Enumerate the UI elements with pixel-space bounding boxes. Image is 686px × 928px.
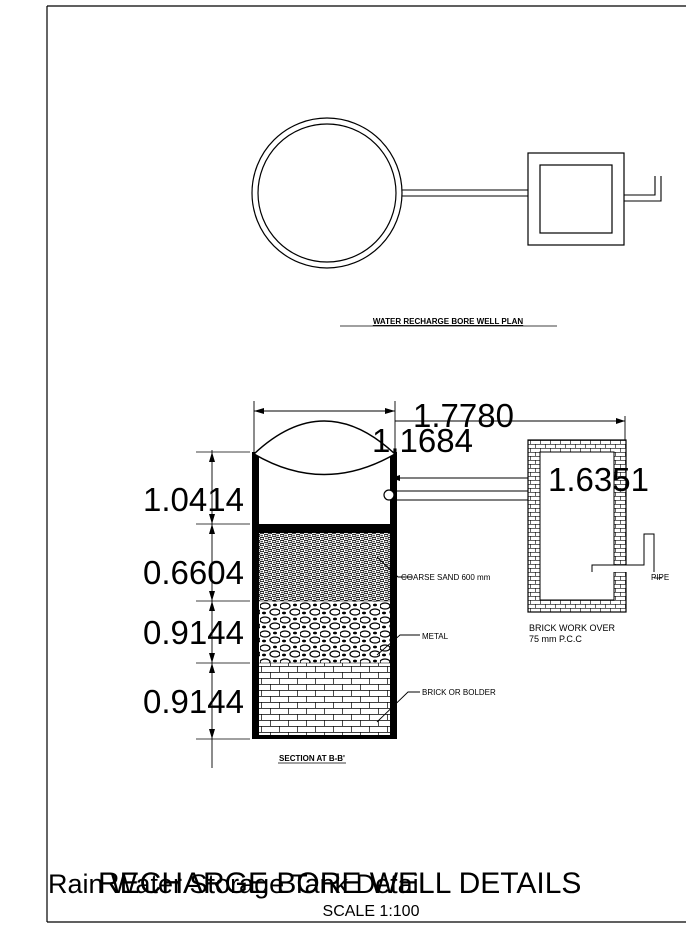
- title-block: Rain Water Storage Tank Detail RECHARGE …: [48, 867, 581, 920]
- dim-empty-depth: 1.0414: [143, 481, 244, 518]
- label-brick: BRICK OR BOLDER: [422, 688, 496, 697]
- section-title: SECTION AT B-B': [279, 754, 345, 763]
- dim-brick-depth: 0.9144: [143, 683, 244, 720]
- dim-sand-depth: 0.6604: [143, 554, 244, 591]
- section-right-wall: [390, 452, 397, 738]
- bore-well-circle-outer: [251, 117, 403, 269]
- recharge-pit: [527, 439, 662, 613]
- title-front: RECHARGE BORE WELL DETAILS: [98, 867, 581, 900]
- title-back: Rain Water Storage Tank Detail: [48, 869, 425, 899]
- dim-tank-height: 1.6351: [548, 461, 649, 498]
- label-metal: METAL: [422, 632, 449, 641]
- scale-label: SCALE 1:100: [323, 903, 420, 920]
- sand-top-line: [252, 524, 397, 533]
- label-pipe: PIPE: [651, 573, 669, 582]
- dim-metal-depth: 0.9144: [143, 614, 244, 651]
- bore-well-section: SECTION AT B-B': [196, 401, 626, 768]
- bore-well-plan: WATER RECHARGE BORE WELL PLAN: [251, 117, 662, 327]
- label-pcc: 75 mm P.C.C: [529, 634, 582, 644]
- dim-pipe-length: 1.1684: [372, 422, 473, 459]
- label-brick-work: BRICK WORK OVER: [529, 623, 616, 633]
- annotations: 1.7780 1.1684 1.6351 1.0414 0.6604 0.914…: [143, 397, 669, 720]
- chamber-outer: [527, 152, 625, 246]
- label-coarse-sand: COARSE SAND 600 mm: [401, 573, 491, 582]
- section-left-wall: [252, 452, 259, 738]
- bore-well-circle-inner: [257, 123, 397, 263]
- dim-pit-width: 1.7780: [413, 397, 514, 434]
- chamber-inner: [539, 164, 613, 234]
- dome-cover: [252, 420, 397, 476]
- plan-title: WATER RECHARGE BORE WELL PLAN: [373, 317, 524, 326]
- connecting-pipe: [383, 489, 551, 501]
- sheet-border: [46, 5, 686, 923]
